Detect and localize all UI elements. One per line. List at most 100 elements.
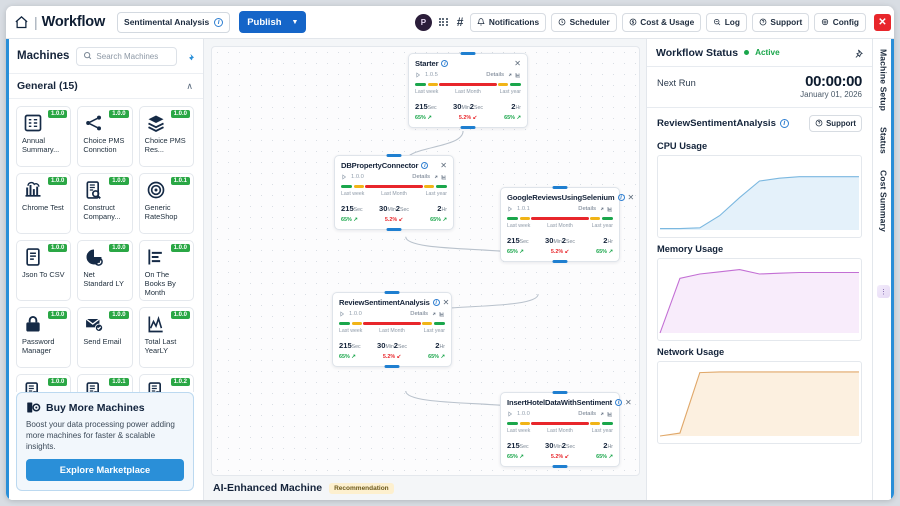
close-icon[interactable]: ✕ [627,193,635,202]
node-input-port[interactable] [460,51,476,56]
machine-card[interactable]: 1.0.1Zoom Info For Company... [77,374,133,392]
status-panel-header: Workflow Status Active [647,39,872,67]
search-machines-input[interactable]: Search Machines [76,46,177,66]
close-icon[interactable]: ✕ [625,398,632,407]
expand-icon[interactable] [599,206,605,212]
node-output-port[interactable] [384,364,400,369]
tab-status[interactable]: Status [878,126,889,154]
close-icon[interactable]: ✕ [440,161,447,170]
target-icon [146,180,166,200]
selected-machine-name: ReviewSentimentAnalysis [657,118,776,129]
info-icon[interactable]: i [615,399,623,406]
expand-icon[interactable] [507,72,513,78]
avatar[interactable]: P [414,13,432,31]
node-details-label: Details [486,72,504,78]
expand-collapse-icon[interactable]: ⋮ [877,285,890,298]
scheduler-button[interactable]: Scheduler [551,12,617,32]
notifications-button[interactable]: Notifications [470,12,547,32]
stat-value: 2Hr [435,340,445,350]
chart-icon[interactable] [515,72,521,78]
node-output-port[interactable] [386,227,402,232]
chevron-up-icon[interactable]: ∧ [186,80,193,91]
panel-support-button[interactable]: Support [809,115,862,132]
chevron-down-icon[interactable]: ▼ [291,18,299,26]
publish-button[interactable]: Publish ▼ [239,11,307,33]
machine-card[interactable]: 1.0.2Zoom Info For Company... [138,374,194,392]
machine-name: Password Manager [22,337,55,355]
info-icon[interactable]: i [617,194,625,201]
stat-label: Last year [591,427,613,434]
apps-grid-icon[interactable] [437,17,450,27]
node-details[interactable]: Details [578,411,613,417]
chart-icon[interactable] [439,311,445,317]
node-input-port[interactable] [384,290,400,295]
node-output-port[interactable] [552,464,568,469]
close-icon[interactable]: ✕ [442,298,450,307]
home-icon[interactable] [14,15,29,30]
node-version: 1.0.0 [517,411,530,417]
node-input-port[interactable] [552,185,568,190]
explore-marketplace-button[interactable]: Explore Marketplace [26,459,184,481]
machines-group-header[interactable]: General (15) ∧ [6,73,203,99]
project-selector[interactable]: Sentimental Analysis i [117,11,231,33]
node-details[interactable]: Details [410,311,445,317]
close-icon[interactable]: ✕ [514,59,521,68]
expand-icon[interactable] [433,174,439,180]
node-details[interactable]: Details [412,174,447,180]
node-details[interactable]: Details [486,72,521,78]
pin-icon[interactable] [852,47,863,58]
title-divider: | [34,14,38,30]
node-input-port[interactable] [386,153,402,158]
stat-value: 215Sec [507,235,529,245]
info-icon[interactable]: i [441,60,449,67]
config-button[interactable]: Config [814,12,866,32]
tab-cost-summary[interactable]: Cost Summary [878,169,889,232]
info-icon[interactable]: i [432,299,440,306]
stat-value: 2Hr [603,440,613,450]
machine-name: Net Standard LY [83,270,124,288]
pin-icon[interactable] [184,51,195,62]
stat-label: Last Month [455,88,481,95]
cost-usage-button[interactable]: Cost & Usage [621,12,702,32]
log-button[interactable]: Log [706,12,747,32]
node-output-port[interactable] [460,125,476,130]
chart-icon[interactable] [441,174,447,180]
expand-icon[interactable] [431,311,437,317]
chart-icon[interactable] [607,411,613,417]
node-details[interactable]: Details [578,206,613,212]
info-icon[interactable]: i [214,17,224,27]
chart-icon[interactable] [607,206,613,212]
machine-card[interactable]: 1.0.0Zoom Info For Company... [16,374,72,392]
info-icon[interactable]: i [779,119,789,128]
support-button[interactable]: Support [751,12,810,32]
node-input-port[interactable] [552,390,568,395]
hash-icon[interactable]: # [456,15,464,29]
close-icon[interactable]: ✕ [874,13,891,31]
tab-machine-setup[interactable]: Machine Setup [878,49,889,111]
node-output-port[interactable] [552,259,568,264]
expand-icon[interactable] [599,411,605,417]
machine-version-badge: 1.0.1 [109,378,129,386]
info-icon[interactable]: i [421,162,429,169]
